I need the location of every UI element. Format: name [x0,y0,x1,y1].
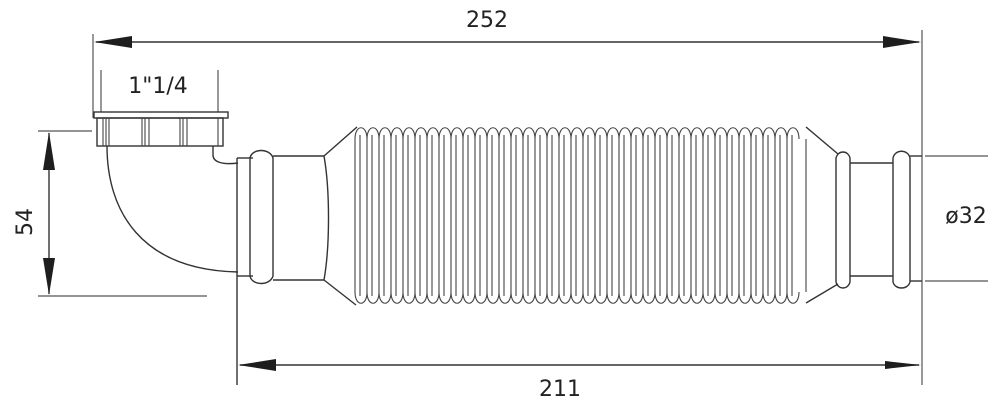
elbow-inner-curve [212,146,239,165]
corrugated-hose [354,127,807,304]
nut-flange [93,111,229,119]
height-dimension: 54 [13,130,207,297]
arrow-right-icon [883,36,921,48]
right-inner-bead [835,151,851,289]
pipe-length-label: 211 [539,377,581,402]
right-taper-top [805,126,839,155]
nut-thread-label: 1"1/4 [128,74,188,99]
elbow-outer-curve [106,145,239,273]
right-fitting [805,126,922,304]
right-outer-bead [892,150,911,289]
arrow-up-icon [43,132,55,170]
nut-grip-ribs [102,118,219,146]
left-bead [249,149,274,285]
right-taper-bottom [805,283,839,304]
nut [93,111,229,147]
left-taper-top [323,126,358,157]
overall-length-dimension: 252 [92,8,923,385]
nut-body [96,117,224,147]
elbow [106,145,239,273]
outlet-diameter-label: ø32 [945,204,986,229]
overall-length-label: 252 [466,8,508,33]
height-label: 54 [13,208,38,236]
corrugation-ridges [354,127,807,304]
outlet-diameter-dimension: ø32 [925,155,988,282]
left-taper-bottom [323,279,357,306]
left-sleeve-end [323,155,330,281]
arrow-right-icon [885,361,921,369]
arrow-left-icon [238,359,276,371]
arrow-left-icon [94,36,132,48]
arrow-down-icon [43,258,55,295]
nut-thread-dimension: 1"1/4 [100,70,219,112]
left-fitting [236,126,358,385]
pipe-length-dimension: 211 [238,359,921,402]
